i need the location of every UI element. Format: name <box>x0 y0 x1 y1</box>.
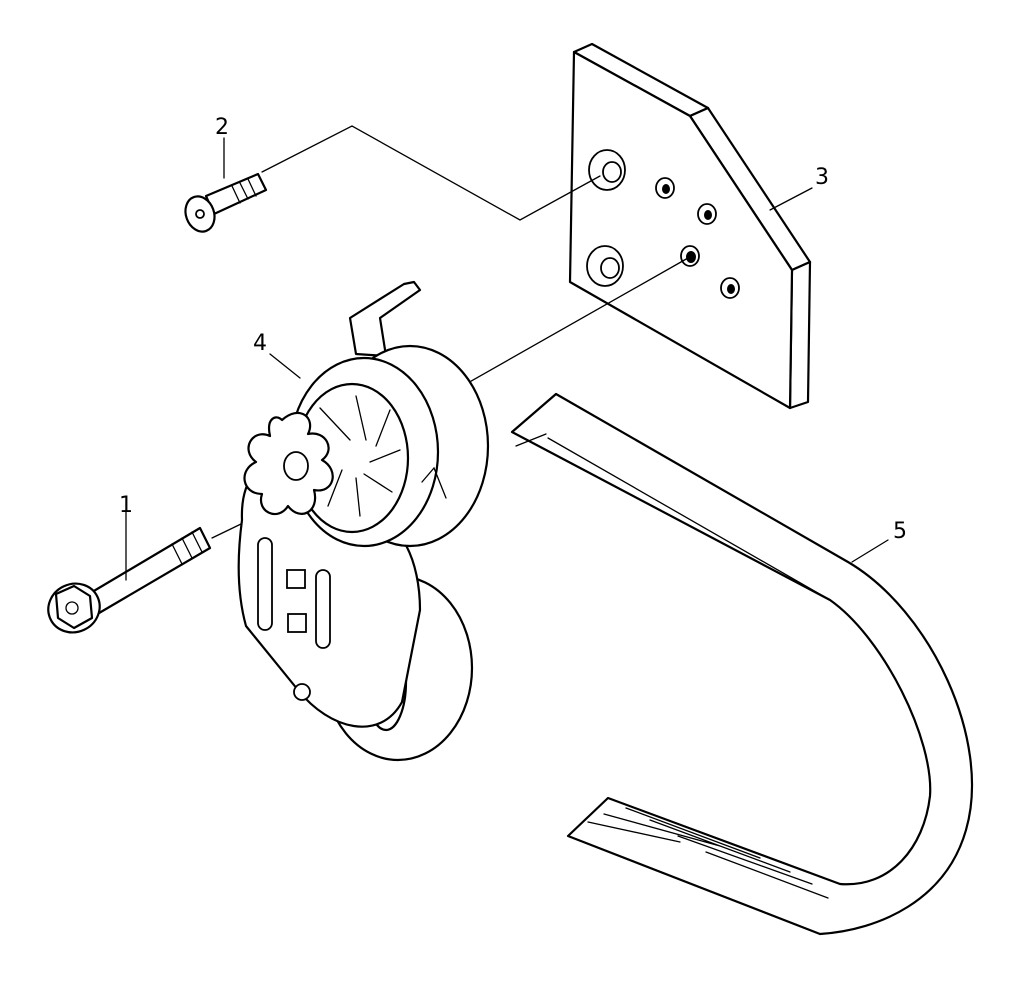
callout-number-3: 3 <box>815 165 829 190</box>
bracket-small-hole <box>720 277 740 299</box>
callout-number-1: 1 <box>119 493 133 518</box>
countersunk-screw <box>184 172 268 233</box>
bracket-large-hole <box>586 245 624 287</box>
belt-tensioner-assembly <box>237 280 490 762</box>
drive-belt <box>510 392 974 936</box>
bracket-small-hole <box>697 203 717 225</box>
callout-number-2: 2 <box>215 115 229 140</box>
bracket-large-hole <box>588 149 626 191</box>
callout-leaders <box>125 137 889 581</box>
hex-flange-bolt <box>47 526 212 634</box>
bracket-small-hole <box>655 177 675 199</box>
mounting-bracket-plate <box>568 42 812 410</box>
callout-number-5: 5 <box>893 519 907 544</box>
callout-number-4: 4 <box>253 331 267 356</box>
bracket-small-hole <box>680 245 700 267</box>
